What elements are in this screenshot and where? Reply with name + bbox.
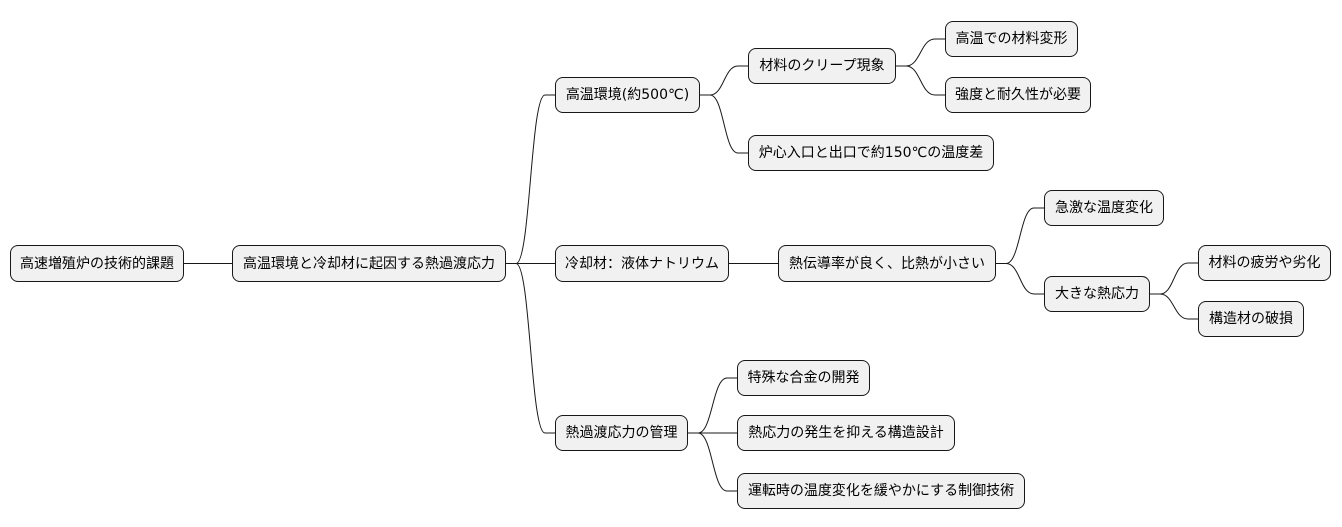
node-fatigue: 材料の疲労や劣化 (1198, 245, 1331, 281)
node-creep-strength: 強度と耐久性が必要 (945, 77, 1091, 113)
node-coolant-property: 熱伝導率が良く、比熱が小さい (778, 245, 996, 282)
node-management: 熱過渡応力の管理 (555, 415, 688, 451)
node-alloy: 特殊な合金の開発 (737, 360, 870, 396)
node-creep: 材料のクリープ現象 (748, 48, 896, 84)
connector-management-to-alloy (688, 377, 737, 434)
connector-creep-to-creep-deformation (896, 38, 945, 67)
connector-large-stress-to-damage (1150, 293, 1198, 320)
node-creep-deformation: 高温での材料変形 (945, 21, 1078, 57)
node-temp-diff: 炉心入口と出口で約150℃の温度差 (748, 135, 994, 171)
connector-creep-to-creep-strength (896, 65, 945, 96)
connector-management-to-control-tech (688, 432, 737, 492)
connector-large-stress-to-fatigue (1150, 262, 1198, 295)
node-control-tech: 運転時の温度変化を緩やかにする制御技術 (737, 473, 1025, 509)
node-root: 高速増殖炉の技術的課題 (10, 245, 184, 282)
node-structural-design: 熱応力の発生を抑える構造設計 (737, 415, 955, 451)
connector-coolant-property-to-large-stress (996, 263, 1044, 295)
node-large-stress: 大きな熱応力 (1044, 276, 1150, 312)
node-coolant: 冷却材：液体ナトリウム (555, 245, 729, 282)
node-rapid-change: 急激な温度変化 (1044, 190, 1164, 226)
connector-coolant-property-to-rapid-change (996, 207, 1044, 264)
connector-topic-to-management (506, 263, 555, 434)
connector-topic-to-high-temp (506, 94, 555, 264)
node-damage: 構造材の破損 (1198, 301, 1304, 337)
connector-high-temp-to-creep (700, 65, 748, 96)
node-topic: 高温環境と冷却材に起因する熱過渡応力 (232, 245, 506, 282)
node-high-temp: 高温環境(約500℃) (555, 77, 700, 113)
connector-high-temp-to-temp-diff (700, 94, 748, 154)
